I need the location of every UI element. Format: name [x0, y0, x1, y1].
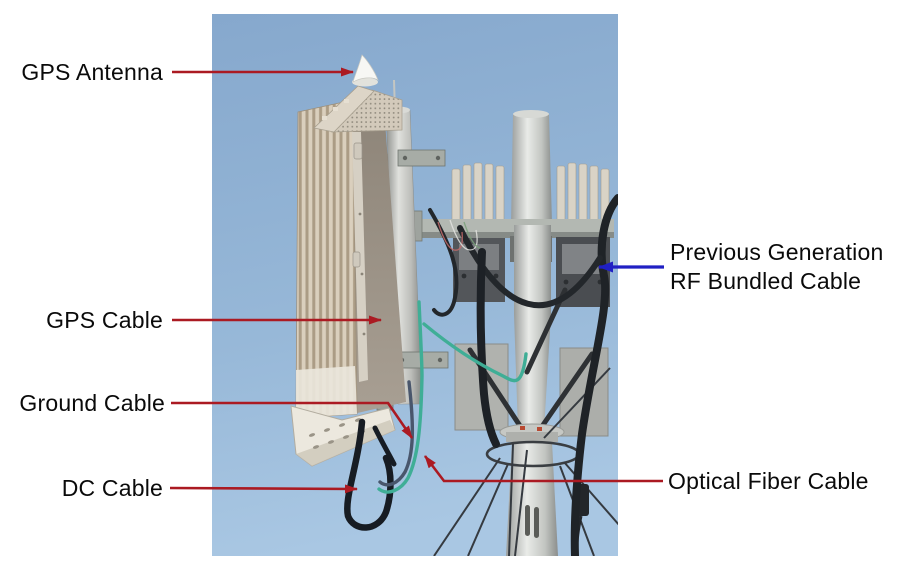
- rf-bundled-cable: [428, 194, 618, 556]
- jumper-wires: [437, 219, 481, 251]
- site-photo: [212, 14, 618, 556]
- dc-cable-label: DC Cable: [61, 475, 163, 501]
- gps-cable-label: GPS Cable: [46, 307, 163, 333]
- rf-bundled-cable-label: Previous Generation RF Bundled Cable: [670, 238, 883, 296]
- ground-cable-label: Ground Cable: [19, 390, 165, 416]
- panel-antenna: [290, 54, 406, 467]
- gps-antenna-radome: [352, 54, 379, 87]
- panel-top-cap: [313, 85, 403, 133]
- optical-fiber-cable-label: Optical Fiber Cable: [668, 468, 869, 494]
- legacy-antenna-slats: [451, 162, 610, 227]
- rf-bundled-cable-label-line2: RF Bundled Cable: [670, 268, 862, 294]
- rf-bundled-cable-label-line1: Previous Generation: [670, 239, 884, 265]
- gps-antenna-label: GPS Antenna: [21, 59, 163, 85]
- optical-fiber-cable-line: [377, 300, 528, 494]
